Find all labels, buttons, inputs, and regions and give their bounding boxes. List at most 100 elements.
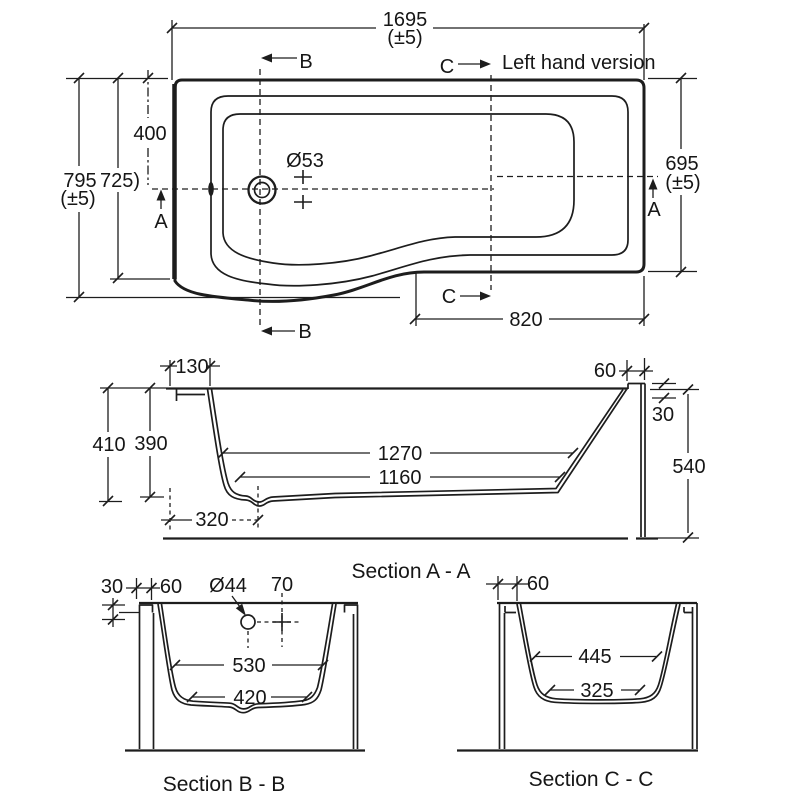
section-marker-b-top: B: [261, 51, 313, 73]
bb-waste-circle: [240, 614, 256, 630]
dim-line-695: [648, 77, 697, 273]
tick: [567, 447, 579, 459]
tick: [409, 313, 421, 325]
cc-left-panel: [498, 604, 516, 749]
arrow-up-icon: [648, 178, 658, 190]
tick: [682, 383, 694, 396]
tick: [169, 659, 181, 671]
tick: [142, 72, 154, 84]
section-marker-c-top: C: [440, 56, 491, 78]
tick: [511, 578, 523, 590]
tick: [492, 578, 504, 590]
dim-overall-length-tol: (±5): [387, 27, 422, 49]
dim-line-820: [415, 273, 645, 326]
marker-c-label: C: [442, 286, 456, 308]
tick: [217, 447, 229, 459]
tick: [529, 650, 541, 663]
section-bb-view: 30 60 Ø44 70 530 420 Section B - B: [101, 574, 365, 796]
arrow-up-icon: [156, 189, 166, 201]
tick: [144, 491, 156, 503]
dim-inner-width: 725): [100, 170, 140, 192]
tick: [317, 659, 329, 671]
bb-dim-panel-step: 30: [101, 576, 123, 598]
aa-dim-320-dashes: [169, 486, 259, 531]
bb-dim-waste-offset: 70: [271, 574, 293, 596]
drain-inner-circle: [253, 181, 271, 199]
bb-waste-leader: [231, 595, 241, 608]
tick: [682, 531, 694, 544]
plan-outer-outline: [173, 78, 646, 303]
section-aa-view: 130 410 390 1270 1160 320 60 30: [92, 356, 705, 583]
cc-dim-60-lines: [486, 576, 528, 601]
aa-dim-rim-left: 130: [175, 356, 208, 378]
cc-shell-inner: [519, 603, 678, 701]
section-marker-b-bottom: B: [261, 321, 312, 343]
dim-drain-diameter: Ø53: [286, 150, 324, 172]
tick: [675, 72, 687, 84]
tick: [186, 691, 198, 703]
aa-dim-base-lower: 1160: [378, 467, 421, 489]
bb-waste-centerlines: [247, 593, 302, 648]
tick: [204, 360, 216, 372]
tick: [651, 650, 663, 663]
aa-dim-390-line: [140, 388, 164, 498]
tick: [73, 291, 85, 303]
tick: [234, 471, 246, 483]
bb-dim-step-lines: [102, 598, 140, 627]
tick: [164, 514, 176, 526]
arrow-right-icon: [480, 291, 491, 301]
overflow-mark: [208, 182, 214, 196]
aa-left-lip: [175, 388, 205, 401]
bb-dim-rim-width: 60: [160, 576, 182, 598]
aa-dim-rim-right: 60: [594, 360, 616, 382]
aa-dim-rim-step: 30: [652, 404, 674, 426]
cc-shell-outer: [516, 603, 681, 705]
section-bb-caption: Section B - B: [163, 773, 286, 796]
tick: [107, 613, 119, 626]
marker-a-label: A: [647, 199, 661, 221]
tick: [102, 382, 114, 394]
section-marker-a-left: A: [154, 189, 168, 233]
tick: [73, 72, 85, 84]
aa-dim-depth-overall: 410: [92, 434, 125, 456]
bb-dim-width-top: 530: [232, 655, 265, 677]
aa-dim-60-lines: [619, 358, 653, 381]
dim-overall-length: 1695: [383, 9, 428, 31]
aa-dim-base-upper: 1270: [378, 443, 423, 465]
bb-dim-width-bottom: 420: [233, 687, 266, 709]
tick: [144, 382, 156, 394]
tick: [544, 684, 556, 696]
tick: [166, 22, 178, 34]
tick: [164, 360, 176, 372]
cc-dim-width-top: 445: [578, 646, 611, 668]
cc-right-wall: [683, 603, 698, 749]
tick: [145, 582, 158, 594]
tick: [112, 272, 124, 284]
dim-drain-offset: 400: [133, 123, 166, 145]
section-marker-a-right: A: [647, 178, 661, 221]
tick: [301, 691, 313, 703]
arrow-left-icon: [261, 53, 272, 63]
tick: [658, 377, 670, 390]
dim-overall-width: 795: [63, 170, 96, 192]
section-marker-c-bottom: C: [442, 286, 491, 308]
variant-label: Left hand version: [502, 52, 655, 74]
tick: [638, 22, 650, 34]
aa-dim-sump-offset: 320: [195, 509, 228, 531]
tick: [634, 684, 646, 696]
dim-end-width-tol: (±5): [665, 172, 700, 194]
bb-left-panel: [138, 604, 155, 749]
aa-shell-outer: [206, 388, 628, 507]
aa-dim-30-lines: [652, 382, 676, 399]
marker-b-label: B: [298, 321, 311, 343]
tick: [130, 582, 143, 594]
aa-right-wall: [627, 382, 646, 537]
aa-dim-130-lines: [160, 358, 220, 386]
dim-line-1695: [171, 20, 645, 80]
bb-dim-3060-lines: [126, 578, 160, 600]
bb-dim-waste-diameter: Ø44: [209, 575, 247, 597]
tick: [554, 471, 566, 483]
arrow-right-icon: [480, 59, 491, 69]
bb-shell-outer: [157, 603, 337, 714]
